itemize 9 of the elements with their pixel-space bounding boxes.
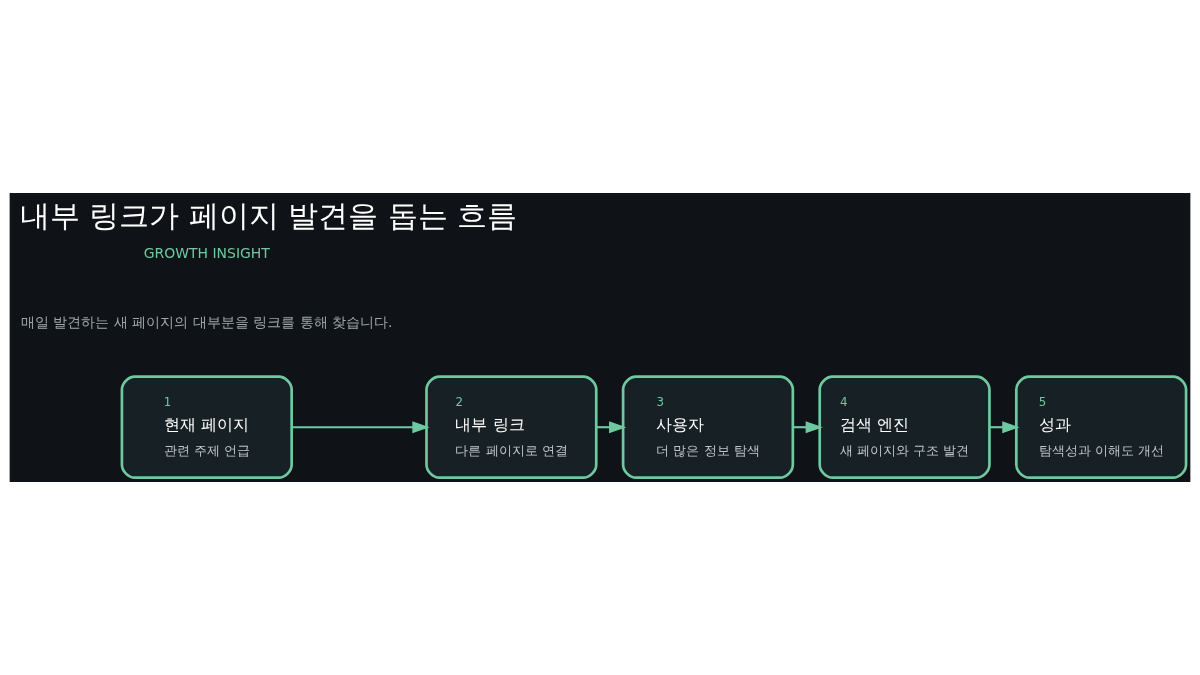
node-box: 5 성과 탐색성과 이해도 개선 — [1014, 375, 1188, 480]
arrow — [291, 421, 430, 434]
node-box: 1 현재 페이지 관련 주제 언급 — [120, 375, 293, 480]
diagram-title: 내부 링크가 페이지 발견을 돕는 흐름 — [19, 197, 518, 233]
node-box: 4 검색 엔진 새 페이지와 구조 발견 — [818, 375, 991, 480]
node-box: 2 내부 링크 다른 페이지로 연결 — [425, 375, 598, 480]
node-box: 3 사용자 더 많은 정보 탐색 — [621, 375, 795, 480]
label: 매일 발견하는 새 페이지의 대부분을 링크를 통해 찾습니다. — [21, 313, 393, 330]
label: GROWTH INSIGHT — [143, 244, 270, 261]
